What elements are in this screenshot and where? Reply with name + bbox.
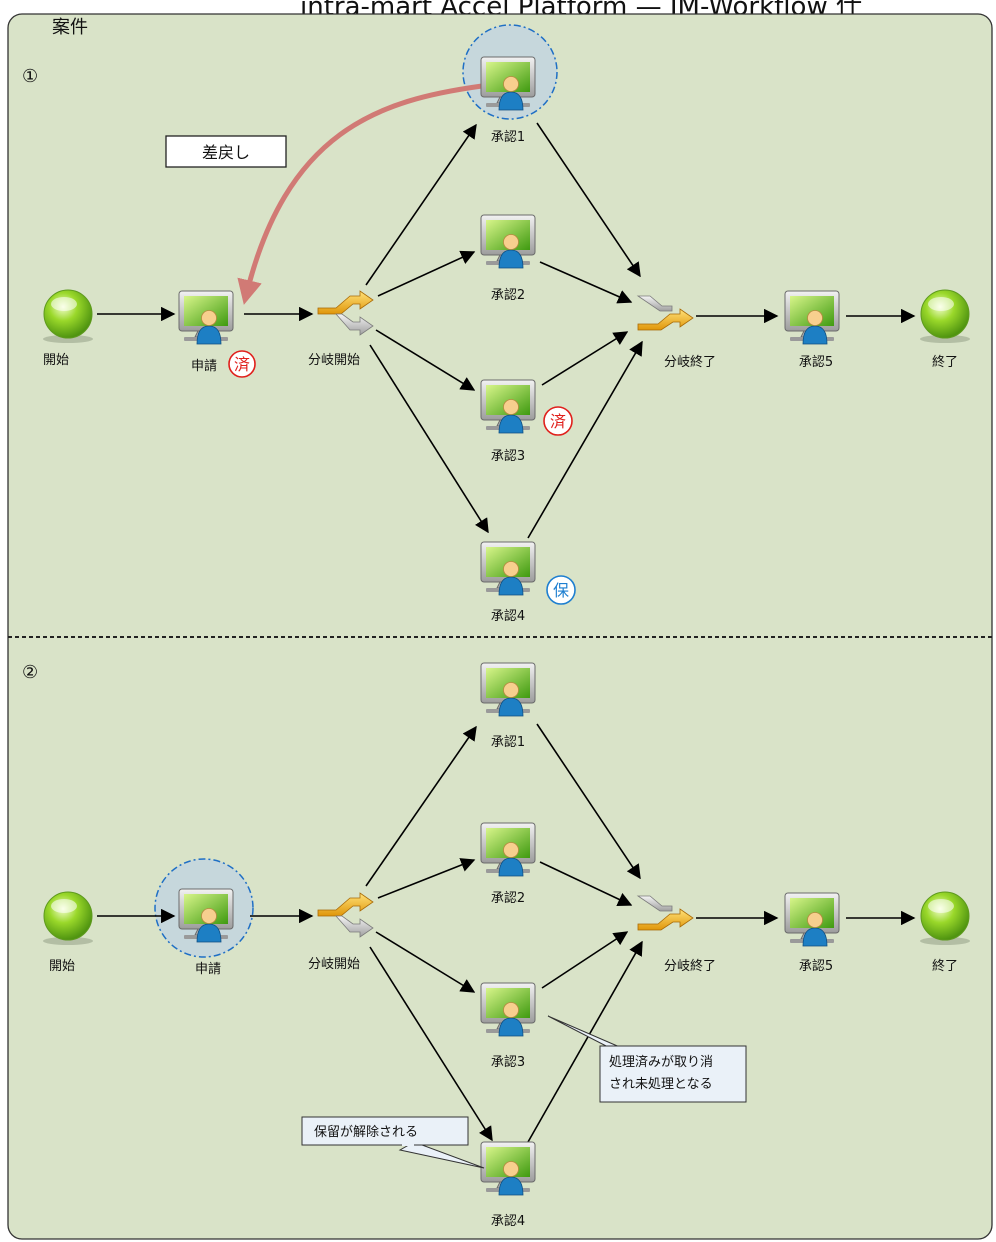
node-label: 申請 (191, 359, 217, 374)
node-label: 分岐終了 (664, 958, 716, 974)
svg-text:済: 済 (550, 412, 566, 431)
node-branch-start[interactable]: 分岐開始 (308, 892, 374, 972)
node-label: 承認5 (799, 354, 833, 370)
node-approve5[interactable]: 承認5 (784, 290, 840, 370)
node-branch-end[interactable]: 分岐終了 (637, 295, 716, 370)
section-marker: ② (22, 662, 38, 683)
node-approve4[interactable]: 承認4 (480, 1141, 536, 1229)
node-end[interactable]: 終了 (919, 891, 971, 974)
case-panel (7, 13, 993, 1240)
sendback-label: 差戻し (202, 143, 250, 162)
node-label: 分岐開始 (308, 957, 360, 972)
node-branch-start[interactable]: 分岐開始 (308, 290, 374, 368)
node-label: 承認1 (491, 129, 525, 145)
callout-approve3: 処理済みが取り消 され未処理となる (547, 1015, 747, 1103)
node-label: 承認3 (491, 1054, 525, 1070)
node-label: 承認5 (799, 958, 833, 974)
node-label: 分岐開始 (308, 353, 360, 368)
callout-text: 保留が解除される (314, 1125, 418, 1140)
node-label: 申請 (195, 962, 221, 977)
node-label: 開始 (49, 959, 75, 974)
node-approve2[interactable]: 承認2 (480, 822, 536, 906)
sendback-arrow (237, 83, 483, 305)
callout-text-line2: され未処理となる (609, 1077, 713, 1092)
node-label: 承認2 (491, 890, 525, 906)
flow-arrows (97, 723, 916, 1143)
callout-approve4: 保留が解除される (301, 1116, 485, 1169)
node-start[interactable]: 開始 (42, 891, 94, 974)
node-approve3[interactable]: 承認3 済 (480, 379, 573, 464)
node-end[interactable]: 終了 (919, 289, 971, 370)
node-approve1[interactable]: 承認1 (480, 56, 536, 145)
svg-text:済: 済 (234, 355, 250, 374)
node-apply[interactable]: 申請 (178, 888, 234, 977)
section-marker: ① (22, 66, 38, 87)
node-approve2[interactable]: 承認2 (480, 214, 536, 303)
svg-text:保: 保 (553, 581, 569, 600)
stamp-done: 済 (228, 350, 256, 378)
stamp-done: 済 (543, 406, 573, 436)
node-label: 開始 (43, 353, 69, 368)
node-label: 承認2 (491, 287, 525, 303)
panel-title: 案件 (52, 17, 88, 38)
flow-arrows (97, 122, 916, 539)
stamp-hold: 保 (546, 575, 576, 605)
node-approve5[interactable]: 承認5 (784, 892, 840, 974)
node-apply[interactable]: 申請 済 (178, 290, 256, 378)
node-approve3[interactable]: 承認3 (480, 982, 536, 1070)
node-label: 終了 (932, 958, 958, 974)
node-label: 承認4 (491, 608, 525, 624)
node-start[interactable]: 開始 (42, 289, 94, 368)
sendback-label-box: 差戻し (165, 135, 287, 168)
section-1: ① 差戻し 開始 (22, 24, 971, 624)
callout-text-line1: 処理済みが取り消 (609, 1054, 713, 1070)
node-approve4[interactable]: 承認4 保 (480, 541, 576, 624)
node-label: 分岐終了 (664, 354, 716, 370)
node-label: 承認3 (491, 448, 525, 464)
node-label: 承認1 (491, 734, 525, 750)
node-label: 承認4 (491, 1213, 525, 1229)
node-branch-end[interactable]: 分岐終了 (637, 895, 716, 974)
section-2: ② 開始 申請 分岐開始 (22, 662, 971, 1229)
node-label: 終了 (932, 354, 958, 370)
node-approve1[interactable]: 承認1 (480, 662, 536, 750)
